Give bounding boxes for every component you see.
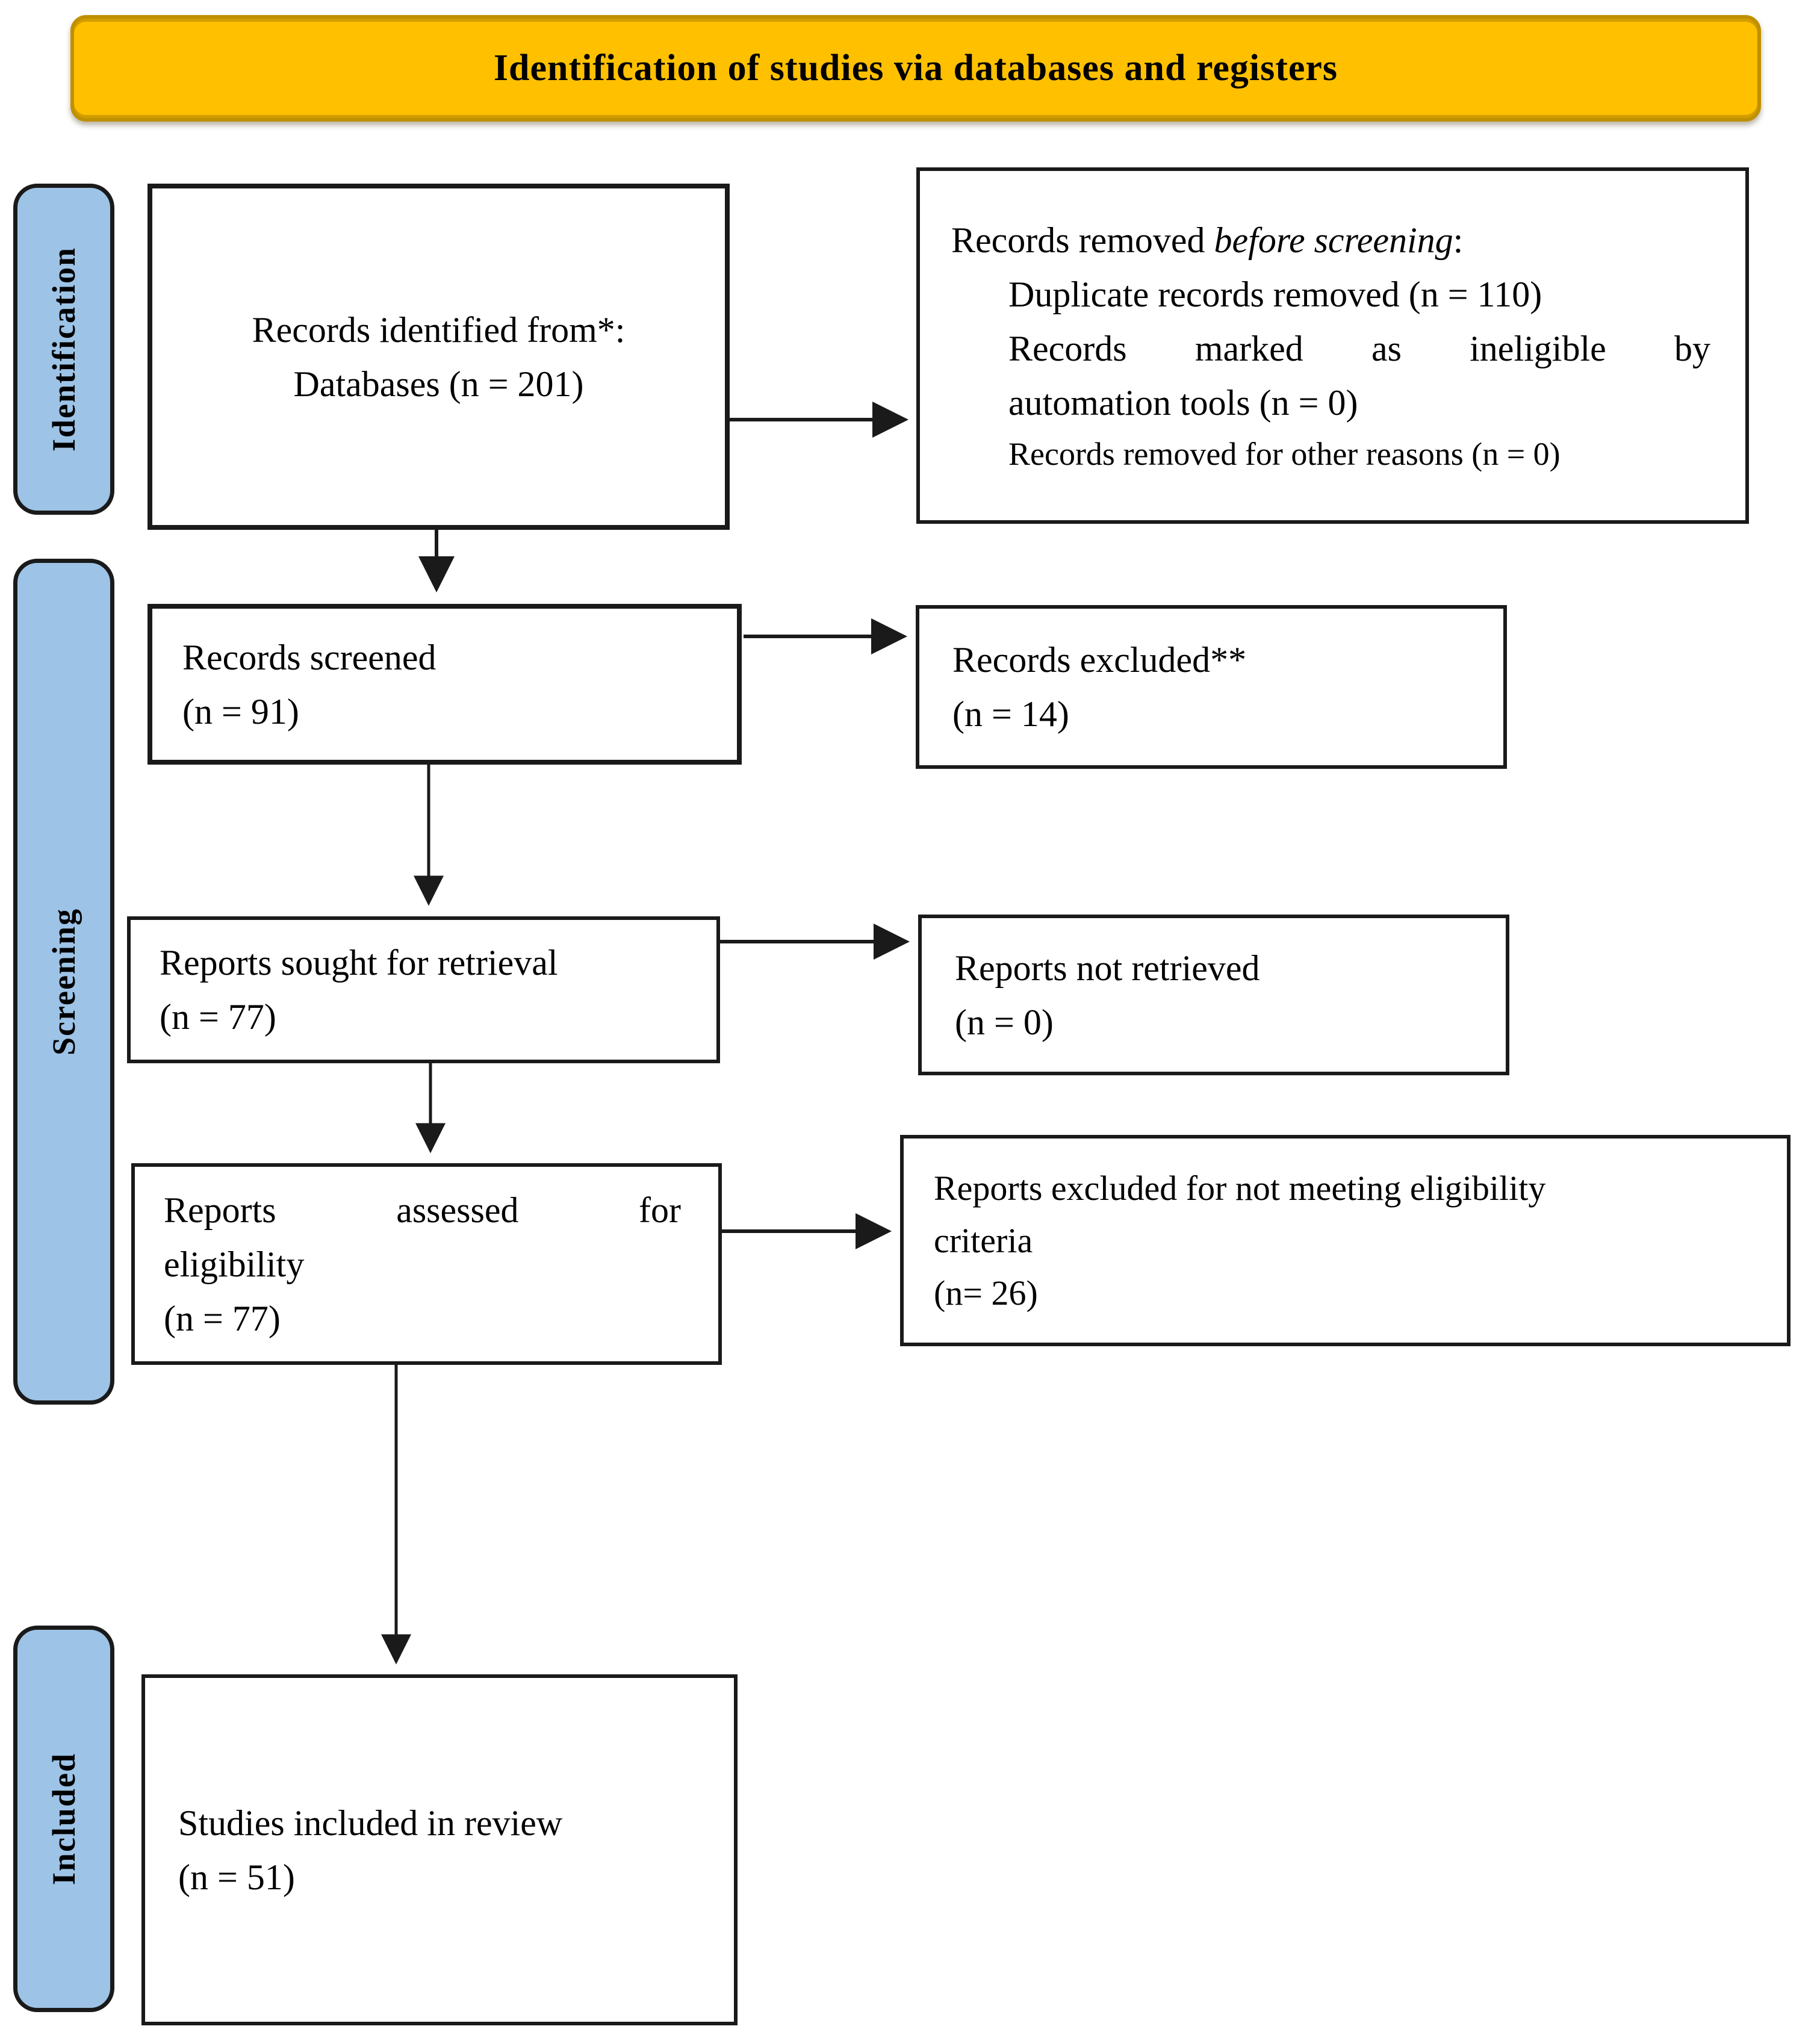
automation-word: Records [1008,328,1127,368]
stage-label-included: Included [13,1626,114,2012]
reports-sought-line1: Reports sought for retrieval [160,943,558,983]
box-records-removed: Records removed before screening: Duplic… [916,167,1749,524]
records-removed-heading: Records removed before screening: [951,213,1710,267]
box-studies-included: Studies included in review (n = 51) [141,1674,738,2025]
records-identified-line2: Databases (n = 201) [293,364,584,404]
reports-sought-line2: (n = 77) [160,997,276,1037]
diagram-header: Identification of studies via databases … [70,15,1761,122]
assessed-word: assessed [396,1190,519,1230]
records-screened-line2: (n = 91) [182,691,299,732]
studies-included-line2: (n = 51) [178,1857,295,1897]
box-reports-not-retrieved: Reports not retrieved (n = 0) [918,915,1509,1075]
records-identified-line1: Records identified from*: [252,309,626,350]
records-removed-heading-suffix: : [1453,220,1464,260]
reports-excluded-eligibility-line2: criteria [934,1221,1033,1260]
records-removed-heading-prefix: Records removed [951,220,1214,260]
reports-assessed-line2: eligibility [164,1244,305,1284]
records-removed-heading-italic: before screening [1214,220,1453,260]
assessed-word: Reports [164,1190,276,1230]
reports-assessed-line1: Reports assessed for [164,1183,681,1237]
reports-not-retrieved-line2: (n = 0) [955,1002,1054,1042]
records-screened-line1: Records screened [182,637,436,677]
reports-not-retrieved-line1: Reports not retrieved [955,948,1260,988]
box-reports-sought: Reports sought for retrieval (n = 77) [127,916,720,1063]
automation-word: by [1674,328,1710,368]
box-reports-excluded-eligibility: Reports excluded for not meeting eligibi… [900,1135,1790,1346]
assessed-word: for [639,1190,681,1230]
studies-included-line1: Studies included in review [178,1803,563,1843]
diagram-header-title: Identification of studies via databases … [493,48,1338,89]
stage-label-screening-text: Screening [46,908,82,1055]
stage-label-identification: Identification [13,184,114,515]
box-records-identified: Records identified from*: Databases (n =… [148,184,730,530]
stage-label-screening: Screening [13,559,114,1405]
reports-excluded-eligibility-line1: Reports excluded for not meeting eligibi… [934,1169,1546,1208]
reports-excluded-eligibility-line3: (n= 26) [934,1273,1038,1313]
box-records-screened: Records screened (n = 91) [148,604,742,765]
records-removed-item-duplicates: Duplicate records removed (n = 110) [1008,274,1542,314]
reports-assessed-line3: (n = 77) [164,1298,281,1338]
box-records-excluded: Records excluded** (n = 14) [916,605,1507,769]
automation-word: marked [1194,328,1303,368]
stage-label-included-text: Included [46,1752,82,1886]
automation-word: ineligible [1470,328,1606,368]
stage-label-identification-text: Identification [46,246,82,452]
records-removed-item-automation-cont: automation tools (n = 0) [1008,382,1358,423]
records-removed-item-automation: Records marked as ineligible by [1008,322,1710,376]
automation-word: as [1371,328,1402,368]
box-reports-assessed: Reports assessed for eligibility (n = 77… [131,1163,722,1365]
records-excluded-line1: Records excluded** [952,640,1247,680]
records-excluded-line2: (n = 14) [952,694,1069,734]
records-removed-item-other: Records removed for other reasons (n = 0… [1008,435,1561,472]
